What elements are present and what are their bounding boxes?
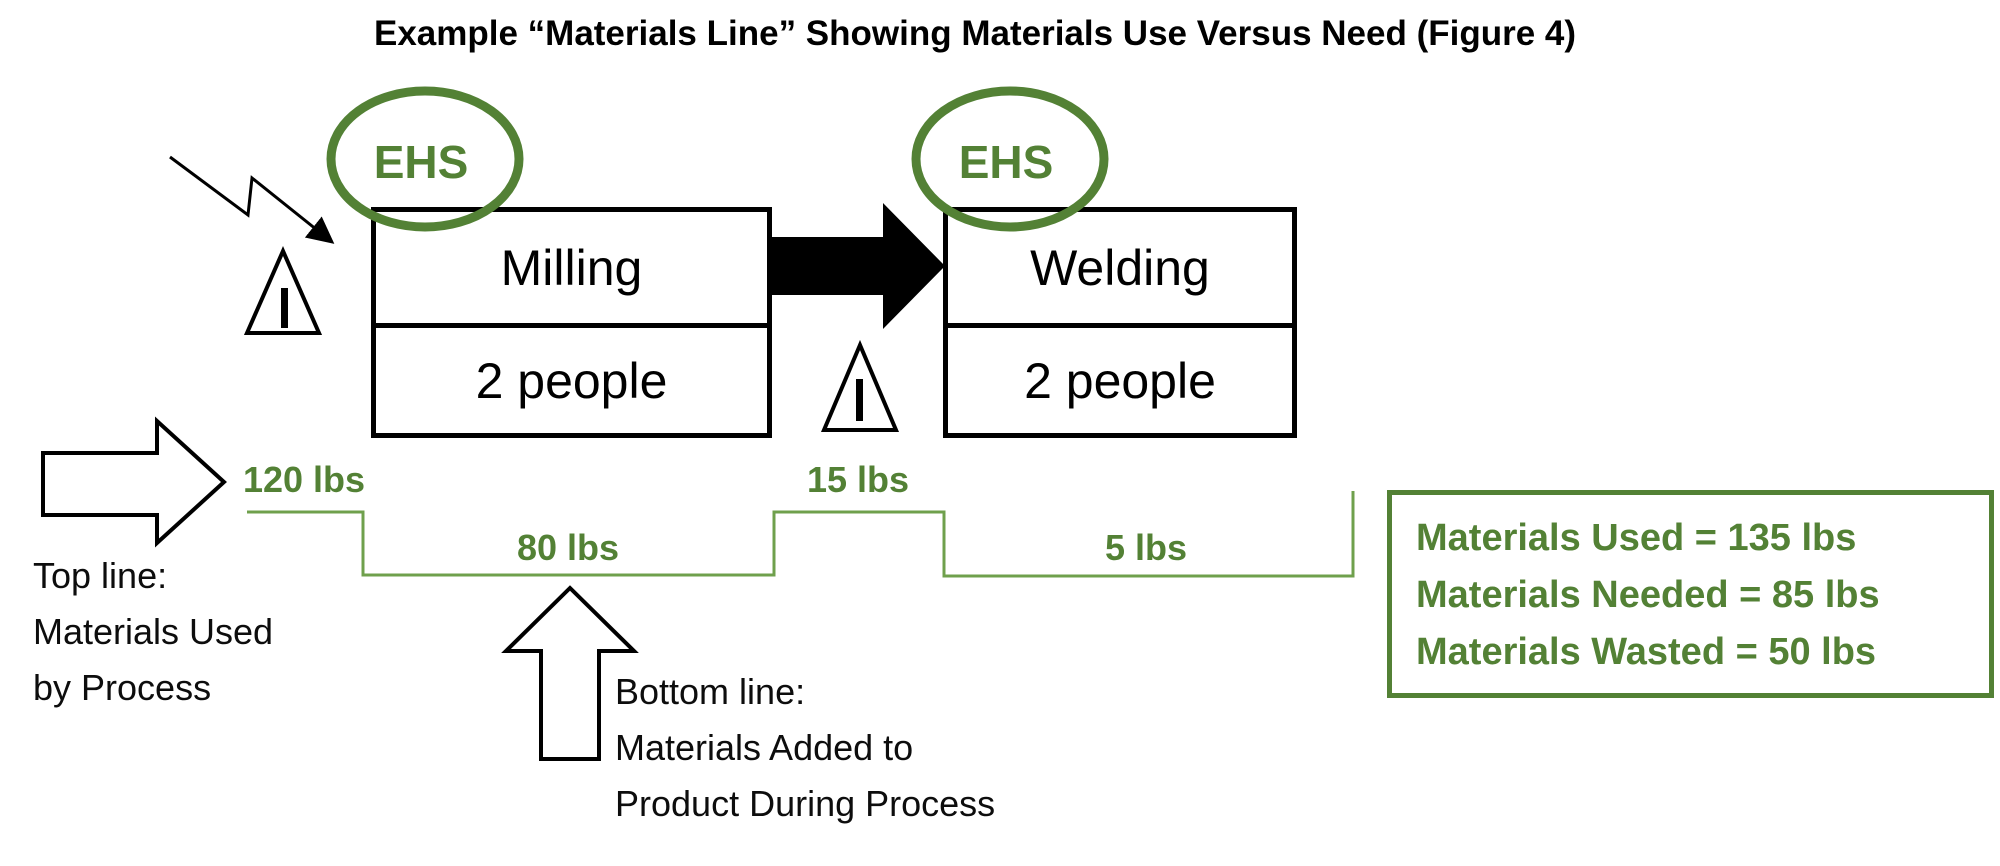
- label-materials-added-welding: 5 lbs: [1104, 527, 1188, 568]
- milling-staff-count: 2 people: [376, 323, 767, 433]
- milling-process-box: Milling 2 people: [371, 207, 772, 438]
- welding-staff-count: 2 people: [948, 323, 1292, 433]
- lightning-arrow-icon: [169, 155, 335, 244]
- milling-process-name: Milling: [500, 239, 643, 296]
- welding-process-name: Welding: [1030, 239, 1210, 296]
- ehs-label-left: EHS: [373, 136, 469, 188]
- bottom-line-note: Bottom line: Materials Added to Product …: [615, 671, 996, 824]
- summary-materials-needed: Materials Needed = 85 lbs: [1416, 574, 1880, 616]
- process-flow-arrow-icon: [772, 203, 945, 329]
- inventory-triangle-middle-icon: [820, 339, 900, 432]
- materials-input-arrow-icon: [41, 416, 227, 548]
- summary-materials-wasted: Materials Wasted = 50 lbs: [1416, 631, 1877, 673]
- top-line-note: Top line: Materials Used by Process: [33, 555, 274, 708]
- summary-materials-used: Materials Used = 135 lbs: [1416, 517, 1857, 559]
- ehs-label-right: EHS: [958, 136, 1054, 188]
- materials-summary-box: Materials Used = 135 lbs Materials Neede…: [1387, 490, 1994, 698]
- label-materials-used-welding: 15 lbs: [806, 459, 910, 500]
- welding-process-box: Welding 2 people: [943, 207, 1297, 438]
- diagram-title: Example “Materials Line” Showing Materia…: [373, 14, 1577, 53]
- inventory-triangle-left-icon: [243, 246, 323, 335]
- label-materials-added-milling: 80 lbs: [516, 527, 620, 568]
- materials-line-path: [247, 491, 1355, 578]
- label-materials-used-milling: 120 lbs: [242, 459, 366, 500]
